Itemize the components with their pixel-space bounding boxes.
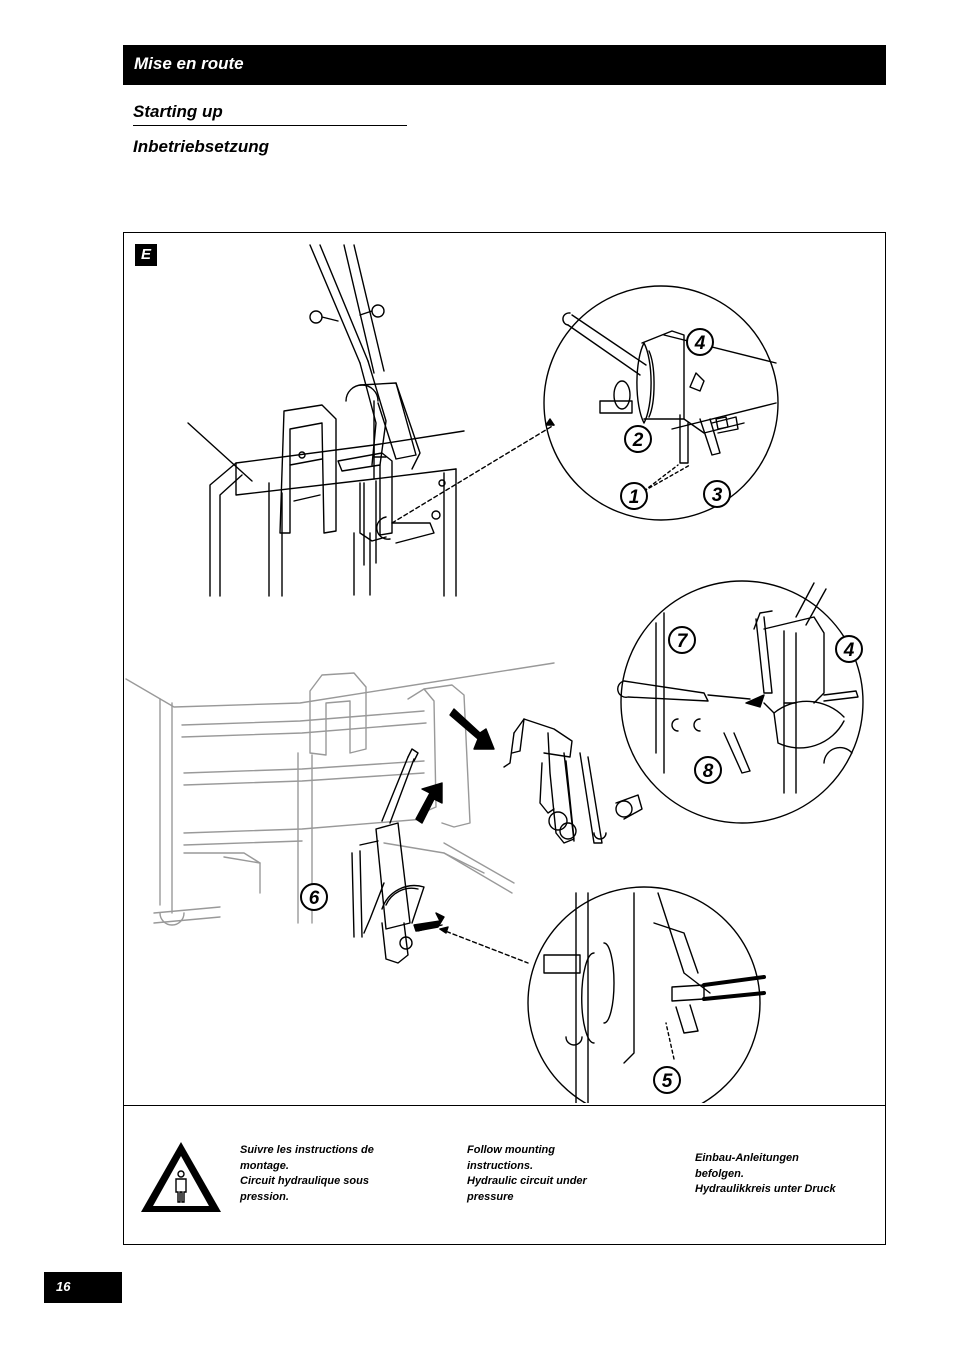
callout-3: 3	[703, 480, 731, 508]
subtitle-divider	[133, 125, 407, 126]
frame-lower-drawing	[125, 662, 555, 926]
subtitle-german: Inbetriebsetzung	[133, 137, 270, 156]
section-title: Mise en route	[134, 54, 244, 73]
figure-divider	[123, 1105, 886, 1106]
detail-circle-1-drawing	[562, 312, 777, 464]
callout-4-top: 4	[686, 328, 714, 356]
page-number-box: 16	[44, 1272, 122, 1303]
warning-note-french: Suivre les instructions de montage. Circ…	[240, 1144, 374, 1203]
callout-2: 2	[624, 425, 652, 453]
detail-circle-2-drawing	[617, 582, 859, 794]
warning-triangle-icon	[141, 1142, 221, 1212]
page-number: 16	[56, 1279, 71, 1294]
callout-7: 7	[668, 626, 696, 654]
figure-frame	[123, 232, 886, 1245]
figure-label: E	[135, 244, 157, 266]
callout-6: 6	[300, 883, 328, 911]
callout-8: 8	[694, 756, 722, 784]
assembly-illustration	[125, 244, 864, 1103]
section-header-bar: Mise en route	[123, 45, 886, 85]
warning-note-german: Einbau-Anleitungen befolgen. Hydraulikkr…	[695, 1152, 836, 1195]
bracket-assembly-drawing	[503, 718, 643, 844]
subtitle-english: Starting up	[133, 102, 223, 121]
callout-5: 5	[653, 1066, 681, 1094]
warning-note-english: Follow mounting instructions. Hydraulic …	[467, 1144, 587, 1203]
callout-4-middle: 4	[835, 635, 863, 663]
detail-circle-3-drawing	[543, 892, 766, 1103]
callout-1: 1	[620, 482, 648, 510]
frame-upper-drawing	[187, 244, 465, 597]
lever-assembly-6-drawing	[351, 748, 443, 964]
